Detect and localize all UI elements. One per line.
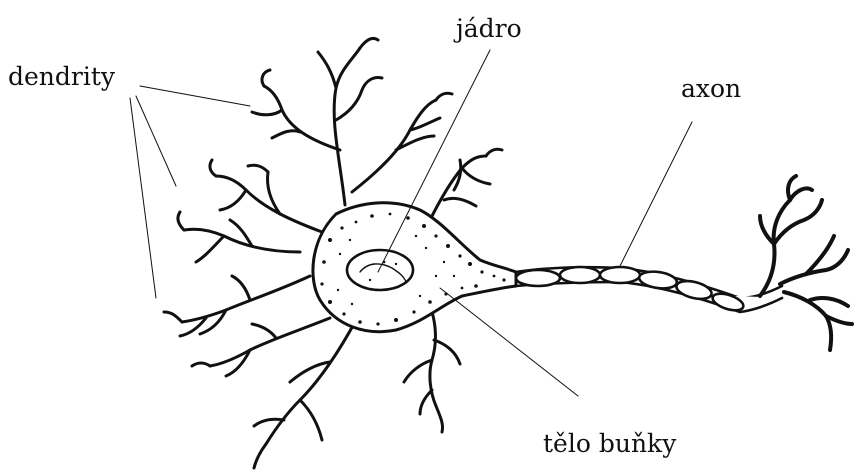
- leader-axon: [620, 122, 692, 266]
- label-nucleus: jádro: [456, 16, 522, 41]
- dendrite-lower: [192, 300, 460, 468]
- leader-dendrity-3: [130, 98, 156, 298]
- label-cell-body: tělo buňky: [543, 431, 676, 456]
- leader-dendrity-2: [136, 96, 176, 186]
- nucleus: [347, 250, 413, 290]
- axon-terminal: [760, 176, 852, 350]
- leader-telo: [440, 288, 578, 396]
- label-axon: axon: [681, 76, 741, 101]
- dendrite-top: [252, 38, 452, 205]
- leader-dendrity-1: [140, 86, 250, 106]
- dendrite-upper-right: [430, 149, 502, 220]
- label-dendrites: dendrity: [8, 64, 115, 89]
- dendrite-left: [164, 160, 322, 336]
- axon: [516, 267, 782, 314]
